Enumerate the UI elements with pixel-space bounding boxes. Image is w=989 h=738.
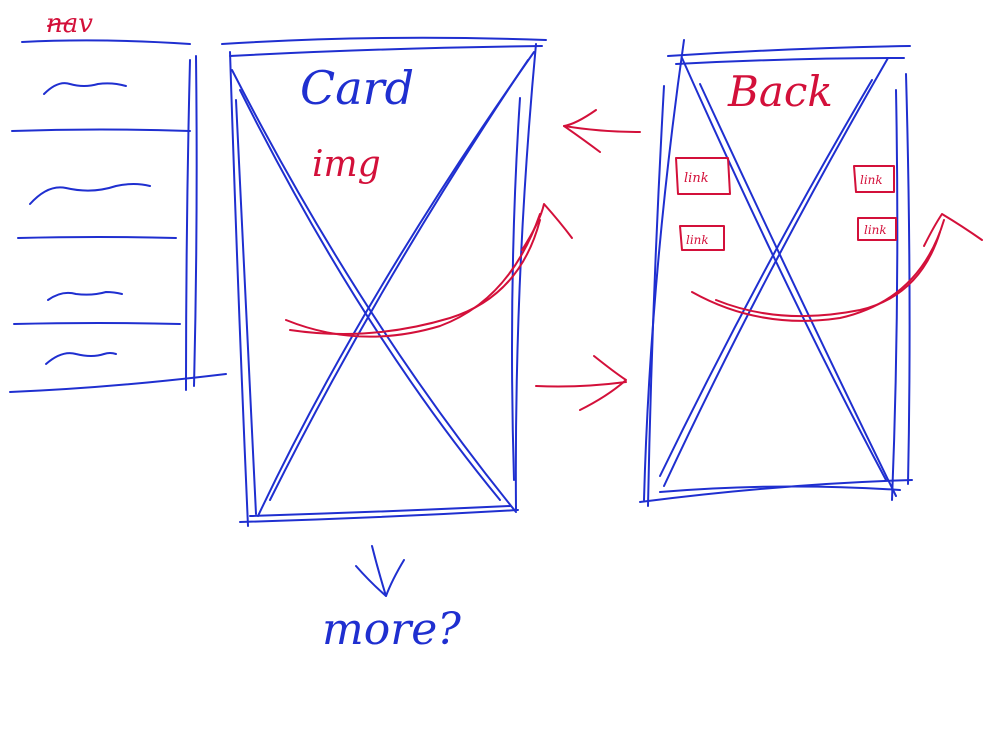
image-placeholder-cross [231,69,517,513]
nav-separator [13,322,181,325]
nav-item-squiggle [45,352,117,365]
back-flip-arrow-head [923,213,983,247]
img-label: img [312,144,381,185]
link-box: link [853,165,895,193]
back-flip-arrow-curve [691,219,945,322]
card-back-frame [905,73,911,485]
nav-separator [9,373,227,393]
down-arrow-shaft [371,545,387,597]
flip-arrow-head [521,203,573,251]
card-back-frame [659,485,901,493]
nav-item-squiggle [43,82,127,95]
nav-separator [11,128,191,132]
nav-item-squiggle [47,291,123,301]
image-placeholder-cross [269,59,529,501]
link-label: link [684,171,709,186]
nav-underline-decoration [47,22,73,27]
nav-item-squiggle [29,183,151,205]
card-frame [511,97,521,481]
transition-arrows [535,109,641,411]
card-frame [239,509,519,523]
card-frame [221,36,547,45]
card-front: Card img [221,36,573,527]
card-frame [249,505,511,517]
card-back-frame [675,57,905,65]
nav-panel: nav [9,9,227,393]
image-placeholder-cross [257,51,535,517]
link-box: link [679,225,725,251]
card-frame [229,45,543,57]
link-box: link [675,157,731,195]
card-back-cross [681,57,887,481]
arrow-right-head [579,355,627,411]
card-label: Card [300,61,414,115]
back-label: Back [727,67,833,116]
card-back-frame [667,45,911,57]
card-back-frame [891,89,899,501]
card-back-frame [647,85,665,507]
card-frame [229,51,249,527]
link-label: link [864,223,887,237]
link-label: link [686,233,709,247]
card-back-cross [663,57,889,487]
nav-separator [21,39,191,45]
arrow-right-shaft [535,381,627,388]
flip-arrow-curve [285,213,541,338]
back-flip-arrow-curve [715,231,941,318]
card-back-cross [699,83,897,497]
flip-arrow-curve [289,219,541,335]
link-box: link [857,217,897,241]
card-frame [514,43,537,511]
down-arrow-head [355,559,405,597]
nav-edge [193,55,198,387]
arrow-left-head [563,109,601,153]
card-back: Back link link link link [639,39,983,507]
card-frame [235,99,257,515]
link-label: link [860,173,883,187]
more-annotation: more? [322,545,461,655]
card-back-cross [659,79,873,477]
arrow-left-shaft [563,125,641,133]
nav-separator [17,236,177,239]
card-back-frame [643,39,685,501]
more-label: more? [322,604,461,655]
nav-edge [185,59,191,391]
